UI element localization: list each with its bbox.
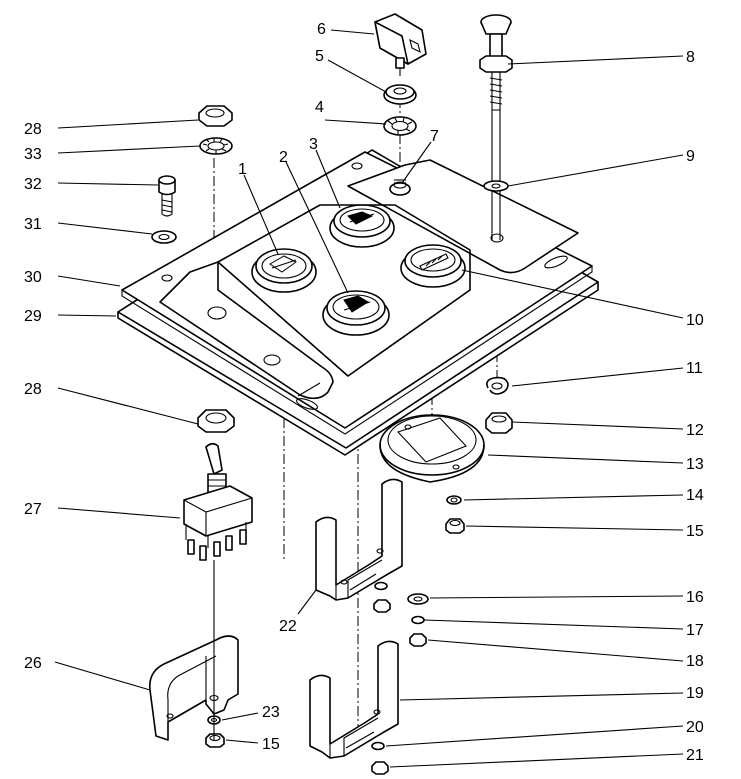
nut-12 xyxy=(485,412,513,434)
lockwasher-4 xyxy=(383,116,417,136)
key-switch-6 xyxy=(374,13,427,76)
callout-23: 23 xyxy=(262,704,280,721)
washer-31 xyxy=(151,230,177,244)
toggle-switch-27 xyxy=(183,442,253,561)
callout-21: 21 xyxy=(686,747,704,764)
callout-30: 30 xyxy=(24,269,42,286)
nut-15-top xyxy=(445,518,465,534)
callout-31: 31 xyxy=(24,216,42,233)
nut-5 xyxy=(383,84,417,105)
callout-33: 33 xyxy=(24,146,42,163)
callout-13: 13 xyxy=(686,456,704,473)
nut-28-bottom xyxy=(197,409,235,433)
callout-29: 29 xyxy=(24,308,42,325)
callout-8: 8 xyxy=(686,49,695,66)
callout-15b: 15 xyxy=(262,736,280,753)
leader-lines xyxy=(54,29,684,768)
callout-16: 16 xyxy=(686,589,704,606)
gauge-housing-13 xyxy=(379,414,485,483)
lockwasher-33 xyxy=(199,137,233,155)
bracket-26 xyxy=(148,635,239,741)
callout-18: 18 xyxy=(686,653,704,670)
callout-15a: 15 xyxy=(686,523,704,540)
callout-6: 6 xyxy=(317,21,326,38)
callout-17: 17 xyxy=(686,622,704,639)
gauge-2 xyxy=(322,290,390,336)
gauge-3 xyxy=(329,204,395,248)
lockwasher-14 xyxy=(446,495,462,505)
choke-cable-8 xyxy=(479,14,513,240)
center-overlay-plate xyxy=(217,204,471,377)
switch-body-7 xyxy=(389,179,411,196)
callout-12: 12 xyxy=(686,422,704,439)
callout-11: 11 xyxy=(686,360,703,377)
nut-21 xyxy=(371,761,389,775)
bracket-22 xyxy=(315,478,403,601)
callout-19: 19 xyxy=(686,685,704,702)
callout-10: 10 xyxy=(686,312,704,329)
callout-labels: 1 2 3 4 5 6 7 8 9 10 11 12 13 14 15 16 1… xyxy=(24,21,704,764)
lockwasher-17 xyxy=(411,615,425,625)
lockwasher-20 xyxy=(371,741,385,751)
callout-2: 2 xyxy=(279,149,288,166)
nut-22b xyxy=(373,599,391,613)
callout-1: 1 xyxy=(238,161,247,178)
gauge-1 xyxy=(251,248,317,293)
bracket-19 xyxy=(309,640,399,759)
clip-11 xyxy=(486,376,509,395)
left-overlay-plate xyxy=(159,261,334,410)
callout-32: 32 xyxy=(24,176,42,193)
callout-28b: 28 xyxy=(24,381,42,398)
callout-14: 14 xyxy=(686,487,704,504)
callout-5: 5 xyxy=(315,48,324,65)
gauge-10 xyxy=(400,244,466,288)
callout-28a: 28 xyxy=(24,121,42,138)
panel-holes xyxy=(161,162,363,282)
washer-16 xyxy=(407,593,429,605)
callout-27: 27 xyxy=(24,501,42,518)
nut-28-top xyxy=(198,105,233,127)
nut-15-bottom xyxy=(205,733,225,748)
callout-22: 22 xyxy=(279,618,297,635)
callout-20: 20 xyxy=(686,719,704,736)
screw-32 xyxy=(158,175,176,217)
callout-9: 9 xyxy=(686,148,695,165)
callout-3: 3 xyxy=(309,136,318,153)
callout-4: 4 xyxy=(315,99,324,116)
callout-26: 26 xyxy=(24,655,42,672)
nut-18 xyxy=(409,633,427,647)
callout-7: 7 xyxy=(430,128,439,145)
lockwasher-22a xyxy=(374,581,388,591)
